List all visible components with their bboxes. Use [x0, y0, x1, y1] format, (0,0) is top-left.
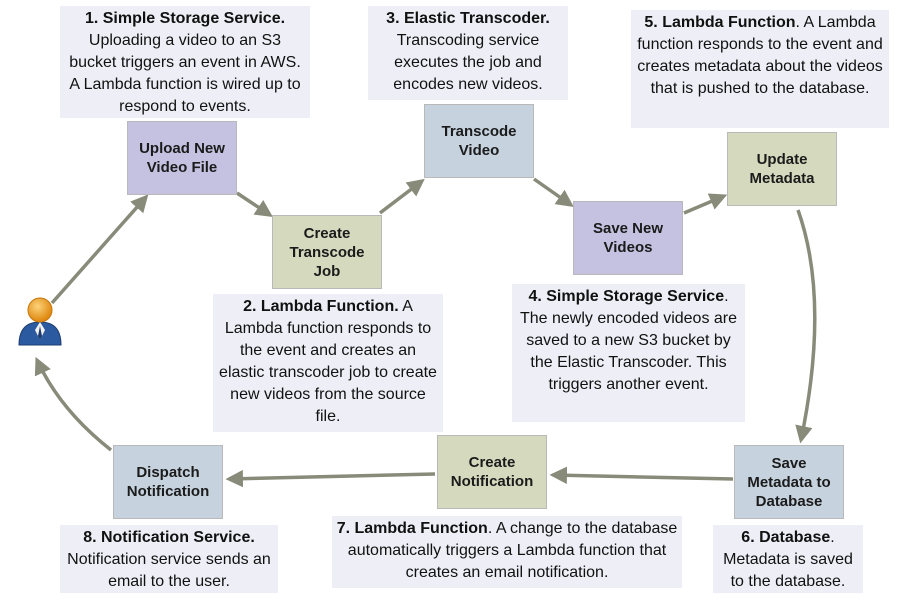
node-transcode-video: Transcode Video [424, 104, 534, 178]
arrow-create-job-to-transcode [378, 178, 425, 215]
note-8-notification-service: 8. Notification Service. Notification se… [60, 525, 278, 593]
note-text: . The newly encoded videos are saved to … [519, 288, 738, 393]
note-7-lambda-function: 7. Lambda Function. A change to the data… [332, 516, 682, 588]
note-text: Notification service sends an email to t… [67, 551, 271, 590]
node-save-metadata-to-database: Save Metadata to Database [734, 445, 844, 519]
note-text: A Lambda function responds to the event … [219, 298, 437, 425]
note-text: . A Lambda function responds to the even… [637, 14, 883, 97]
note-1-simple-storage-service: 1. Simple Storage Service. Uploading a v… [60, 6, 310, 118]
note-title: 7. Lambda Function [336, 520, 488, 537]
arrow-save-videos-to-update-meta [683, 193, 728, 215]
note-title: 3. Elastic Transcoder. [386, 10, 550, 27]
node-save-new-videos: Save New Videos [573, 201, 683, 275]
user-avatar-icon [18, 297, 62, 346]
note-title: 6. Database [741, 529, 831, 546]
note-4-simple-storage-service: 4. Simple Storage Service. The newly enc… [512, 284, 745, 422]
node-create-notification: Create Notification [437, 435, 547, 509]
arrow-create-notif-to-dispatch [225, 469, 436, 488]
arrow-dispatch-to-user [34, 356, 113, 452]
node-update-metadata: Update Metadata [727, 132, 837, 206]
note-text: Uploading a video to an S3 bucket trigge… [69, 32, 301, 115]
arrow-save-meta-to-create-notif [549, 466, 734, 485]
note-3-elastic-transcoder: 3. Elastic Transcoder. Transcoding servi… [368, 6, 568, 100]
arrow-update-meta-to-save-meta [795, 209, 817, 444]
node-upload-new-video-file: Upload New Video File [127, 121, 237, 195]
note-text: . A change to the database automatically… [347, 520, 678, 581]
note-title: 2. Lambda Function. [243, 298, 399, 315]
note-6-database: 6. Database. Metadata is saved to the da… [713, 525, 863, 593]
note-title: 5. Lambda Function [644, 14, 796, 31]
note-text: . Metadata is saved to the database. [723, 529, 853, 590]
arrow-transcode-to-save-videos [532, 177, 574, 208]
note-title: 4. Simple Storage Service [528, 288, 725, 305]
note-text: Transcoding service executes the job and… [393, 32, 543, 93]
node-create-transcode-job: Create Transcode Job [272, 215, 382, 289]
arrow-user-to-upload [50, 194, 149, 305]
node-dispatch-notification: Dispatch Notification [113, 445, 223, 519]
note-5-lambda-function: 5. Lambda Function. A Lambda function re… [631, 10, 889, 128]
note-title: 8. Notification Service. [83, 529, 255, 546]
note-2-lambda-function: 2. Lambda Function. A Lambda function re… [213, 294, 443, 432]
arrow-upload-to-create-job [236, 191, 273, 217]
note-title: 1. Simple Storage Service. [84, 10, 286, 27]
